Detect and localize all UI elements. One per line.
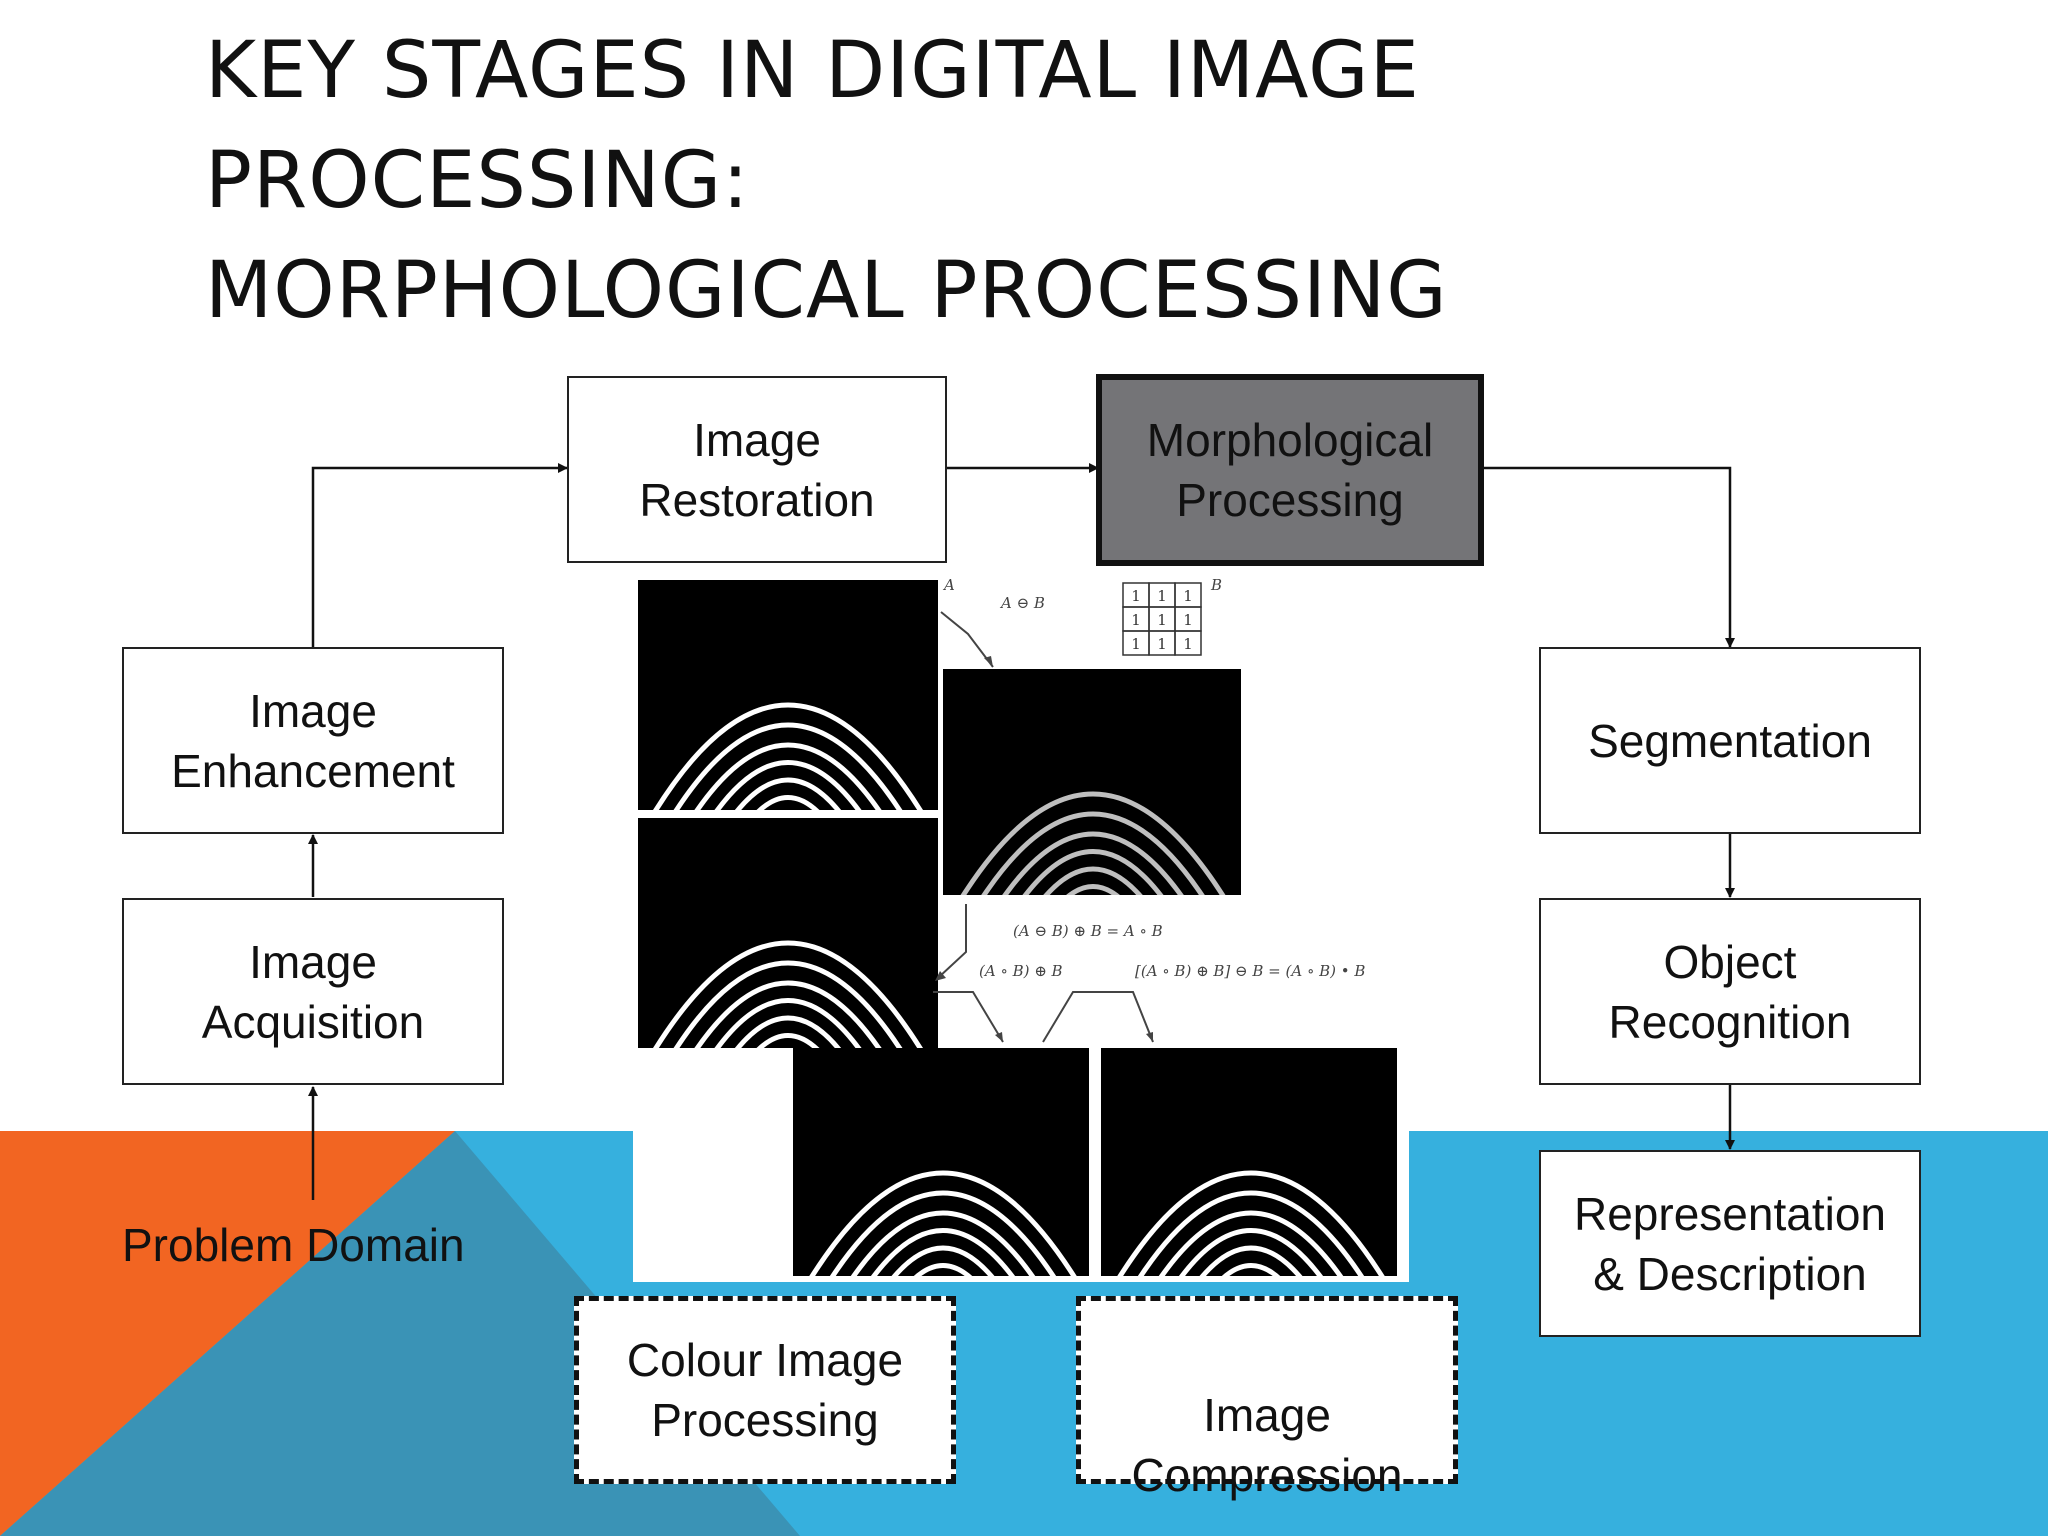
- title-line-2: PROCESSING:: [205, 136, 750, 226]
- structuring-element-label: B: [1210, 576, 1222, 594]
- fingerprint-eroded: [943, 669, 1273, 989]
- stage-morphological-processing: Morphological Processing: [1096, 374, 1484, 566]
- se-cell-9: 1: [1183, 635, 1193, 653]
- stage-label: Colour Image Processing: [626, 1334, 904, 1446]
- stage-label: Image Acquisition: [201, 935, 425, 1048]
- fingerprint-example: 1 1 1 1 1 1 1 1 1 A A ⊖ B B (A ⊖ B) ⊕ B …: [638, 576, 1409, 1282]
- stage-label: Representation & Description: [1574, 1187, 1886, 1300]
- fingerprint-dilated: [793, 1048, 1123, 1282]
- figure-arrows: [933, 611, 1154, 1043]
- erosion-label: A ⊖ B: [999, 594, 1045, 612]
- stage-label: Segmentation: [1588, 714, 1872, 767]
- stage-object-recognition: Object Recognition: [1539, 898, 1921, 1085]
- opening-label: (A ⊖ B) ⊕ B = A ∘ B: [1013, 922, 1163, 940]
- se-cell-4: 1: [1131, 611, 1141, 629]
- morphology-example-figure: 1 1 1 1 1 1 1 1 1 A A ⊖ B B (A ⊖ B) ⊕ B …: [633, 572, 1409, 1282]
- se-cell-7: 1: [1131, 635, 1141, 653]
- stage-image-enhancement: Image Enhancement: [122, 647, 504, 834]
- set-a-label: A: [942, 576, 955, 594]
- fingerprint-opened: [638, 818, 938, 1048]
- stage-image-restoration: Image Restoration: [567, 376, 947, 563]
- stage-label: Image Enhancement: [171, 684, 455, 797]
- structuring-element-grid: [1122, 582, 1202, 656]
- se-cell-5: 1: [1157, 611, 1167, 629]
- se-cell-3: 1: [1183, 587, 1193, 605]
- stage-segmentation: Segmentation: [1539, 647, 1921, 834]
- stage-label: Image Compression: [1131, 1389, 1403, 1501]
- stage-label: Object Recognition: [1608, 935, 1852, 1048]
- stage-representation-description: Representation & Description: [1539, 1150, 1921, 1337]
- stage-label: Morphological Processing: [1146, 414, 1434, 526]
- title-line-3: MORPHOLOGICAL PROCESSING: [205, 246, 1448, 336]
- closing-label: [(A ∘ B) ⊕ B] ⊖ B = (A ∘ B) • B: [1135, 962, 1365, 980]
- fingerprint-original: [638, 580, 938, 810]
- se-cell-1: 1: [1131, 587, 1141, 605]
- stage-image-acquisition: Image Acquisition: [122, 898, 504, 1085]
- title-line-1: KEY STAGES IN DIGITAL IMAGE: [205, 26, 1420, 116]
- fingerprint-closed: [1101, 1048, 1409, 1282]
- slide-title: KEY STAGES IN DIGITAL IMAGE PROCESSING: …: [205, 16, 1448, 346]
- se-cell-6: 1: [1183, 611, 1193, 629]
- stage-label: Image Restoration: [639, 413, 875, 526]
- stage-image-compression: Image Compression: [1076, 1296, 1458, 1501]
- stage-colour-image-processing: Colour Image Processing: [574, 1296, 956, 1484]
- se-cell-2: 1: [1157, 587, 1167, 605]
- problem-domain-label: Problem Domain: [122, 1219, 465, 1271]
- se-cell-8: 1: [1157, 635, 1167, 653]
- dilation-label: (A ∘ B) ⊕ B: [979, 962, 1063, 980]
